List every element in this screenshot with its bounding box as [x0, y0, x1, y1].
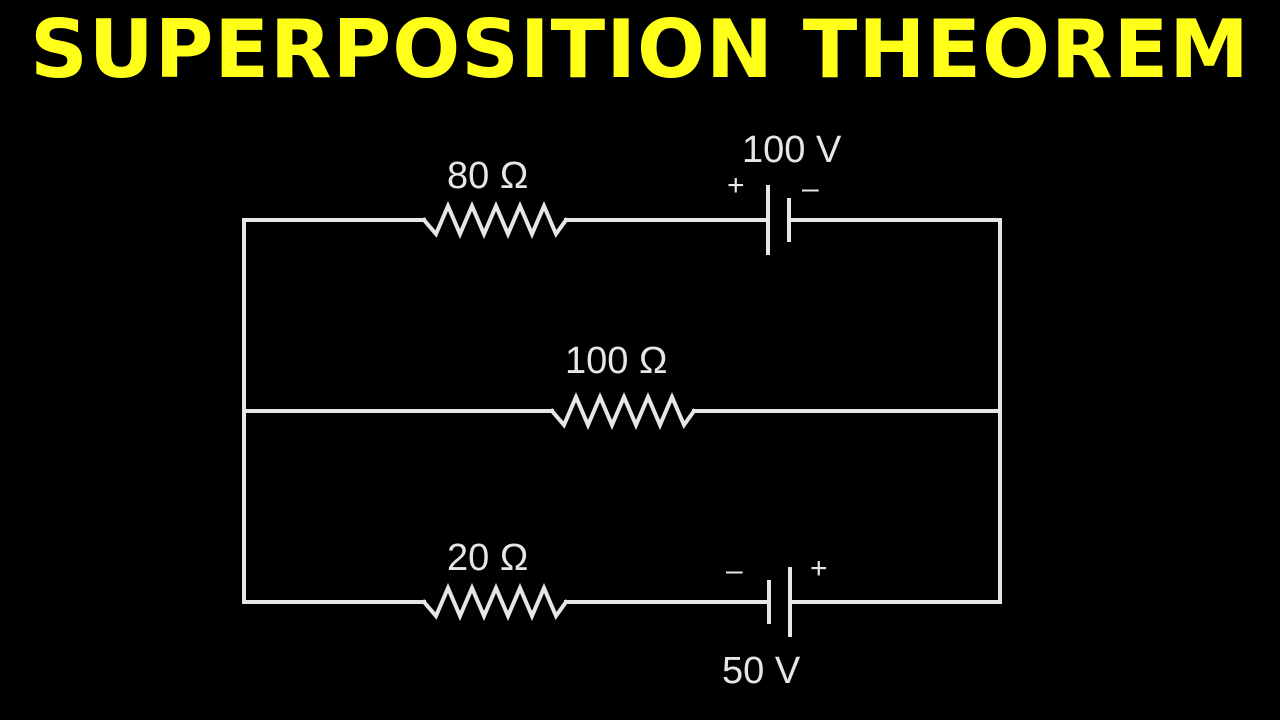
- resistor-80-ohm-label: 80 Ω: [447, 155, 528, 197]
- resistor-20-ohm-label: 20 Ω: [447, 537, 528, 579]
- battery-100v-label: 100 V: [742, 129, 842, 171]
- battery-100v-minus-sign: –: [802, 172, 819, 205]
- page-title: SUPERPOSITION THEOREM: [30, 3, 1250, 96]
- battery-50v-minus-sign: –: [726, 554, 743, 587]
- resistor-80-ohm: [421, 200, 569, 240]
- resistor-20-ohm: [421, 582, 569, 622]
- resistor-100-ohm: [549, 391, 697, 431]
- bottom-branch: 20 Ω 50 V – +: [242, 537, 1002, 692]
- resistor-100-ohm-label: 100 Ω: [565, 340, 667, 382]
- middle-branch: 100 Ω: [242, 340, 1002, 431]
- battery-100v-plus-sign: +: [727, 169, 745, 202]
- top-branch: 80 Ω 100 V + –: [242, 129, 1002, 255]
- battery-50v-label: 50 V: [722, 650, 801, 692]
- battery-50v-plus-sign: +: [810, 552, 828, 585]
